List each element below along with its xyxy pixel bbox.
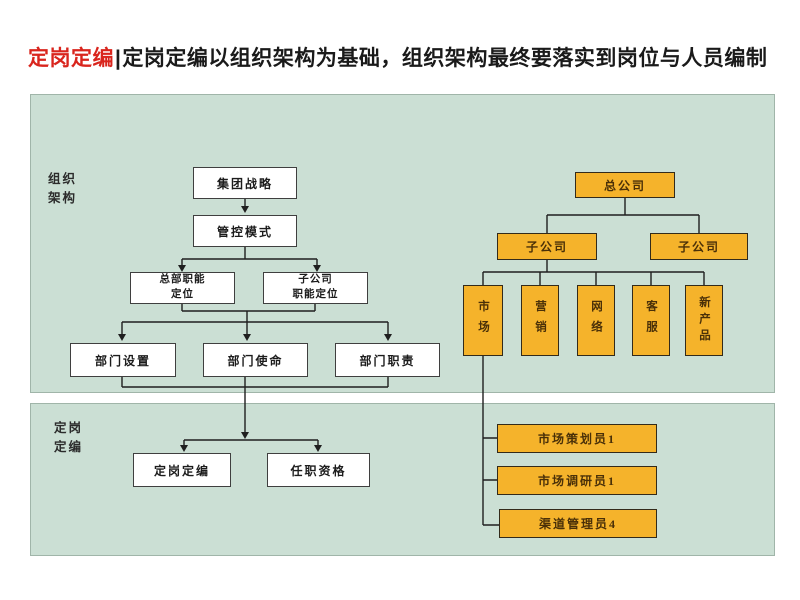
org-node-position-researcher: 市场调研员1	[497, 466, 657, 495]
org-node-position-channel-manager: 渠道管理员4	[499, 509, 657, 538]
org-node-subsidiary-right: 子公司	[650, 233, 748, 260]
org-node-dept-sales: 营销	[521, 285, 559, 356]
flow-node-dept-duty: 部门职责	[335, 343, 440, 377]
page-title: 定岗定编|定岗定编以组织架构为基础，组织架构最终要落实到岗位与人员编制	[28, 42, 788, 72]
title-separator: |	[115, 47, 122, 70]
flow-node-dept-setup: 部门设置	[70, 343, 176, 377]
org-node-subsidiary-left: 子公司	[497, 233, 597, 260]
flow-node-subsidiary-function: 子公司 职能定位	[263, 272, 368, 304]
org-node-headquarters: 总公司	[575, 172, 675, 198]
flow-node-qualification: 任职资格	[267, 453, 370, 487]
flow-node-control-mode: 管控模式	[193, 215, 297, 247]
staffing-panel-label: 定岗 定编	[54, 421, 84, 455]
title-subtitle: 定岗定编以组织架构为基础，组织架构最终要落实到岗位与人员编制	[122, 47, 768, 70]
flow-node-dept-mission: 部门使命	[203, 343, 308, 377]
flow-node-group-strategy: 集团战略	[193, 167, 297, 199]
org-node-dept-service: 客服	[632, 285, 670, 356]
title-highlight: 定岗定编	[28, 47, 114, 70]
org-structure-panel-label: 组织 架构	[48, 172, 78, 206]
org-node-dept-new-product: 新产品	[685, 285, 723, 356]
org-node-dept-market: 市场	[463, 285, 503, 356]
org-node-position-planner: 市场策划员1	[497, 424, 657, 453]
org-node-dept-network: 网络	[577, 285, 615, 356]
flow-node-staffing: 定岗定编	[133, 453, 231, 487]
flow-node-hq-function: 总部职能 定位	[130, 272, 235, 304]
